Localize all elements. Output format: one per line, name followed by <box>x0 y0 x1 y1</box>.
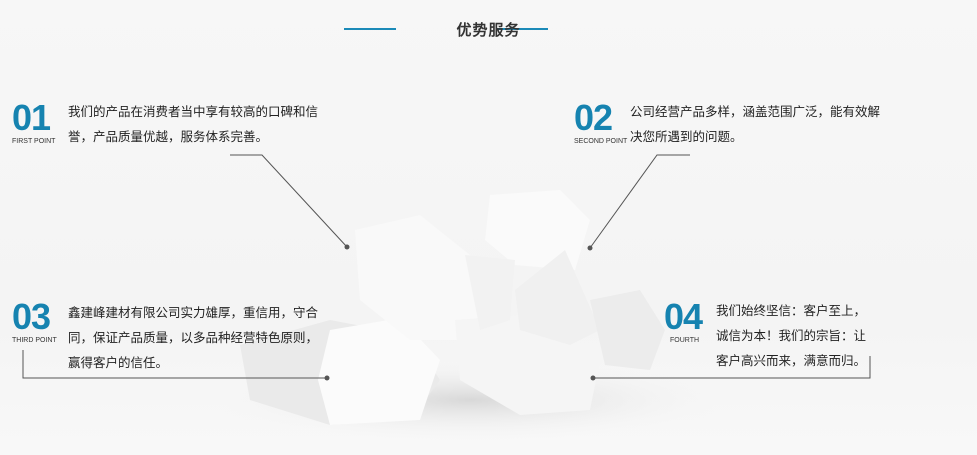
point-label: THIRD POINT <box>12 337 57 344</box>
connector-line-01 <box>230 154 348 248</box>
section-title: 优势服务 <box>456 21 521 39</box>
point-text: 我们的产品在消费者当中享有较高的口碑和信誉，产品质量优越，服务体系完善。 <box>68 104 319 144</box>
title-line-right <box>496 28 548 30</box>
point-number: 02 <box>574 97 613 138</box>
point-text: 鑫建峰建材有限公司实力雄厚，重信用，守合同，保证产品质量，以多品种经营特色原则，… <box>68 305 319 370</box>
point-text: 公司经营产品多样，涵盖范围广泛，能有效解决您所遇到的问题。 <box>630 104 881 144</box>
connector-line-03 <box>22 350 327 379</box>
connector-line-04 <box>593 356 871 379</box>
title-line-left <box>344 28 396 30</box>
point-text: 我们始终坚信：客户至上，诚信为本！我们的宗旨：让客户高兴而来，满意而归。 <box>716 303 867 368</box>
point-number: 03 <box>12 296 51 337</box>
point-number: 04 <box>664 296 703 337</box>
point-label: FIRST POINT <box>12 138 56 145</box>
point-label: FOURTH <box>670 337 700 344</box>
connector-line-02 <box>589 154 690 249</box>
point-label: SECOND POINT <box>574 138 628 145</box>
point-number: 01 <box>12 97 51 138</box>
